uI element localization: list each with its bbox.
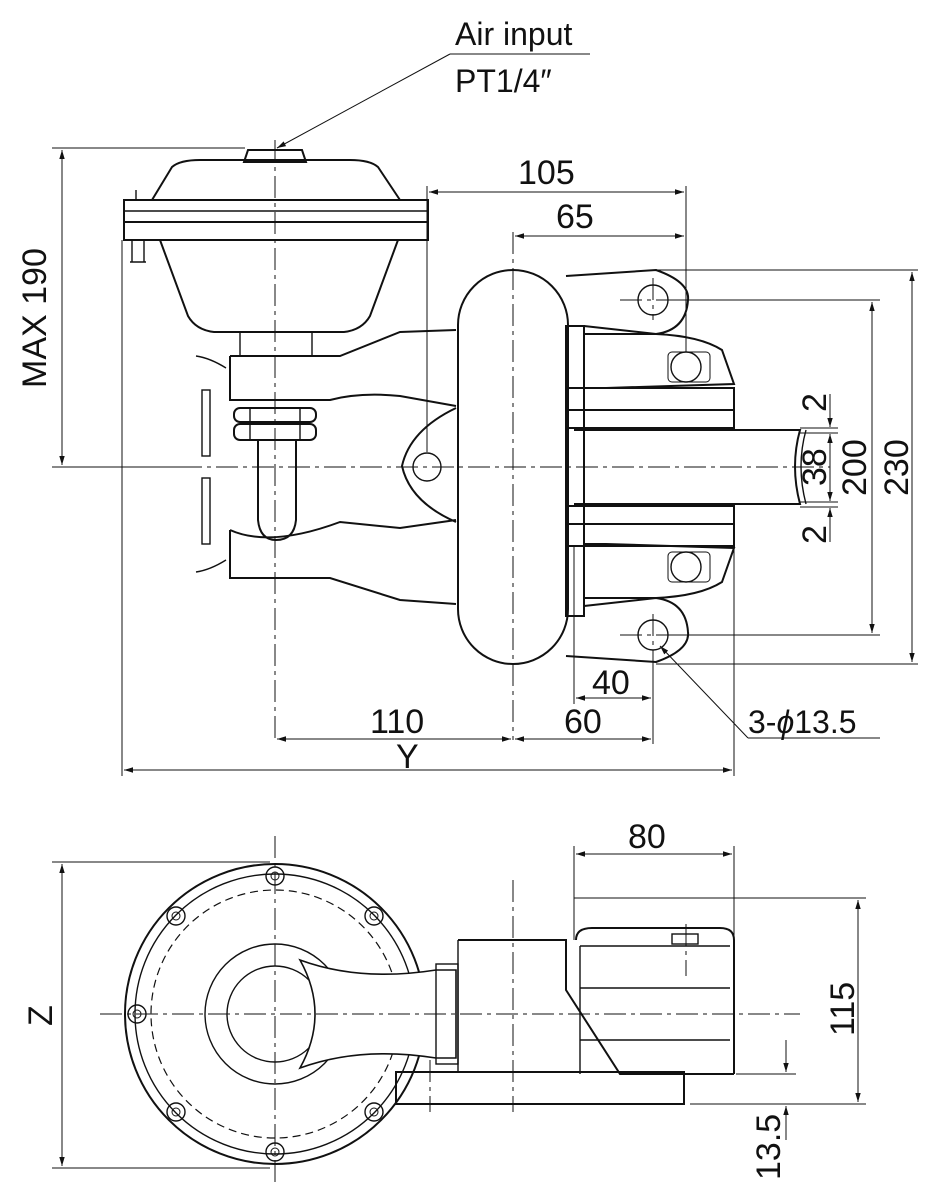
flange-bolts xyxy=(127,866,423,1162)
dim-40: 40 xyxy=(592,664,630,702)
dim-65: 65 xyxy=(556,198,594,236)
air-input-label: Air input xyxy=(455,16,573,52)
thread-label: PT1/4″ xyxy=(455,63,552,99)
side-view: Z xyxy=(22,818,866,1182)
holes-count-label: 3- xyxy=(748,704,776,740)
dim-z: Z xyxy=(22,1005,60,1026)
dim-110: 110 xyxy=(370,703,424,741)
hole-size-label: 13.5 xyxy=(794,704,856,740)
dim-13-5: 13.5 xyxy=(750,1114,788,1180)
dim-80-group: 80 xyxy=(573,818,735,940)
diaphragm-chamber xyxy=(123,149,429,357)
dim-40-group: 40 xyxy=(573,546,654,704)
air-input-callout: Air input PT1/4″ xyxy=(276,16,590,149)
holes-callout: 3-ϕ13.5 xyxy=(659,645,880,740)
dim-115: 115 xyxy=(824,982,862,1036)
dim-230: 230 xyxy=(878,439,916,496)
dim-60: 60 xyxy=(564,703,602,741)
side-arm xyxy=(298,927,735,1105)
svg-text:3-ϕ13.5: 3-ϕ13.5 xyxy=(748,704,857,740)
dim-2-bottom: 2 xyxy=(796,525,834,544)
right-dimensions: 230 200 2 38 2 xyxy=(656,269,918,665)
dim-200: 200 xyxy=(836,439,874,496)
dim-13-5-group: 13.5 xyxy=(736,1040,796,1180)
top-dimensions: 105 65 xyxy=(426,154,687,452)
bottom-dimensions: 110 60 Y xyxy=(121,240,735,776)
max-height-dimension: MAX 190 xyxy=(16,147,245,468)
z-dimension: Z xyxy=(22,861,270,1169)
front-view: Air input PT1/4″ MAX 190 xyxy=(16,16,918,776)
dim-105: 105 xyxy=(518,154,575,192)
diameter-symbol: ϕ xyxy=(776,704,794,740)
dim-2-top: 2 xyxy=(796,393,834,412)
dim-80: 80 xyxy=(628,818,666,856)
lever-assembly xyxy=(195,329,457,605)
side-view-centerlines xyxy=(100,836,800,1182)
max-height-label: MAX 190 xyxy=(16,248,54,388)
dim-115-group: 115 xyxy=(574,897,866,1105)
dim-38: 38 xyxy=(796,448,834,486)
dim-y: Y xyxy=(396,738,419,776)
